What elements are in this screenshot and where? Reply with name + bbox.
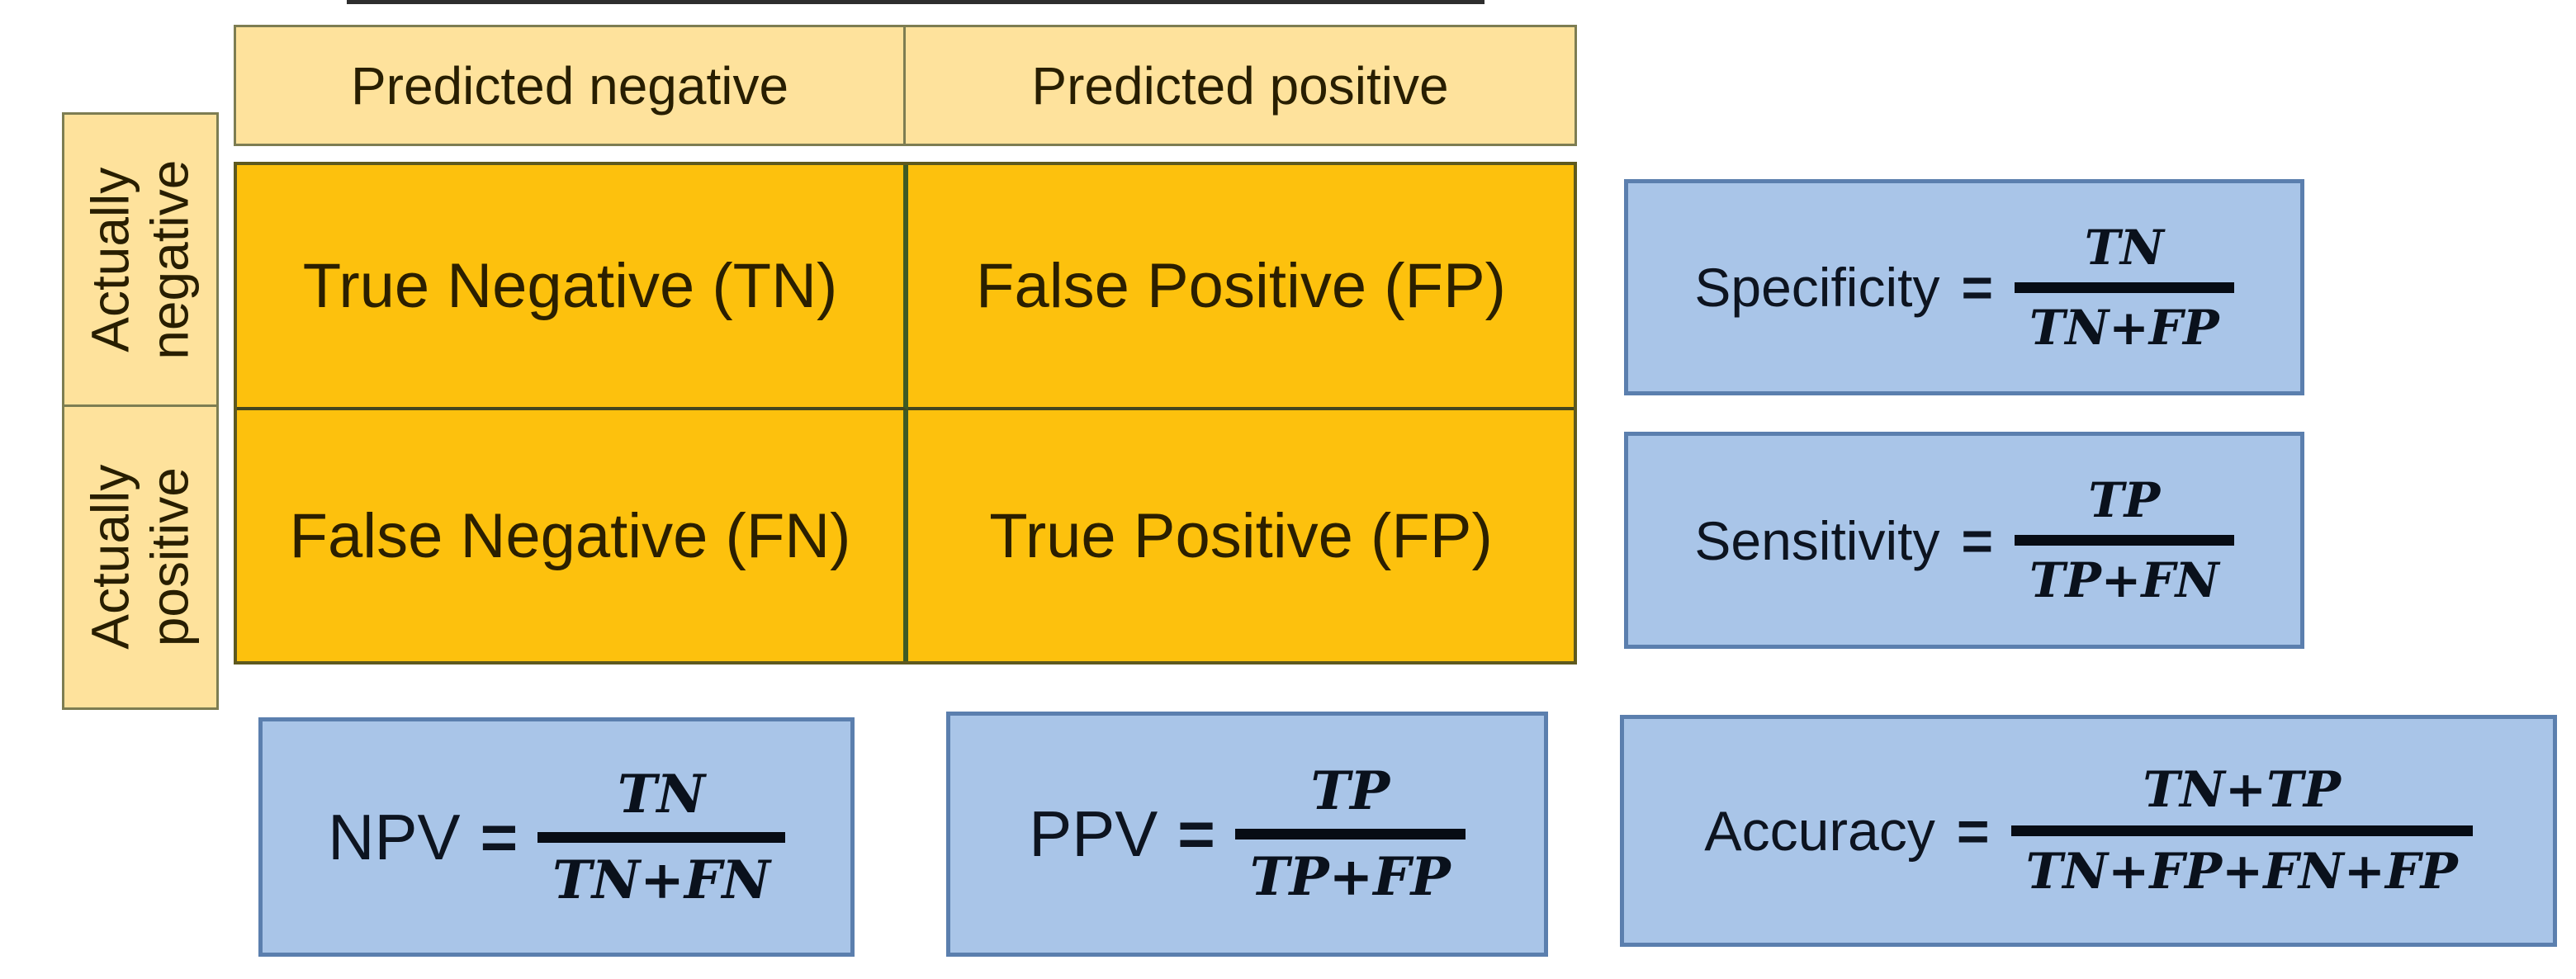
- fraction-bar: [2010, 825, 2473, 836]
- row-header-label: Actually positive: [80, 464, 199, 650]
- cell-label: True Negative (TN): [302, 251, 838, 321]
- fraction-numerator: TN: [617, 763, 706, 825]
- row-header-actually-positive: Actually positive: [62, 404, 219, 710]
- fraction: TN TN+FP: [2015, 220, 2234, 356]
- fraction-bar: [537, 831, 785, 843]
- equals-sign: =: [1961, 509, 1994, 571]
- formula-accuracy: Accuracy = TN+TP TN+FP+FN+FP: [1620, 715, 2557, 947]
- formula-sensitivity: Sensitivity = TP TP+FN: [1624, 432, 2304, 649]
- cell-true-negative: True Negative (TN): [237, 165, 908, 410]
- formula-label: PPV: [1029, 797, 1158, 870]
- equals-sign: =: [480, 800, 519, 873]
- fraction-numerator: TN: [2084, 219, 2164, 276]
- fraction-numerator: TP: [2088, 472, 2161, 528]
- cell-label: False Positive (FP): [976, 251, 1506, 321]
- col-header-label: Predicted positive: [1031, 55, 1449, 116]
- col-header-predicted-negative: Predicted negative: [234, 25, 906, 146]
- fraction-denominator: TN+FN: [552, 849, 770, 911]
- fraction: TP TP+FN: [2015, 472, 2234, 608]
- equals-sign: =: [1961, 257, 1994, 318]
- cell-label: True Positive (FP): [989, 500, 1493, 571]
- fraction-denominator: TN+FP+FN+FP: [2025, 843, 2458, 901]
- fraction-denominator: TN+FP: [2029, 299, 2219, 356]
- fraction-denominator: TP+FN: [2029, 552, 2219, 608]
- formula-npv: NPV = TN TN+FN: [258, 717, 855, 957]
- formula-ppv: PPV = TP TP+FP: [946, 712, 1548, 957]
- fraction-denominator: TP+FP: [1249, 846, 1451, 908]
- equals-sign: =: [1177, 797, 1215, 870]
- formula-label: Accuracy: [1704, 799, 1935, 863]
- cell-false-negative: False Negative (FN): [237, 410, 908, 661]
- fraction: TN TN+FN: [537, 764, 785, 911]
- fraction-numerator: TP: [1310, 760, 1390, 822]
- cell-label: False Negative (FN): [289, 500, 851, 571]
- col-header-label: Predicted negative: [350, 55, 789, 116]
- top-crop-line: [347, 0, 1485, 4]
- fraction-bar: [1234, 829, 1466, 839]
- fraction-bar: [2015, 281, 2234, 293]
- fraction-numerator: TN+TP: [2143, 761, 2341, 819]
- fraction-bar: [2015, 535, 2234, 546]
- formula-label: Sensitivity: [1694, 509, 1940, 571]
- row-header-label: Actually negative: [80, 159, 199, 360]
- fraction: TN+TP TN+FP+FN+FP: [2010, 761, 2473, 901]
- formula-specificity: Specificity = TN TN+FP: [1624, 179, 2304, 395]
- cell-true-positive: True Positive (FP): [908, 410, 1574, 661]
- fraction: TP TP+FP: [1234, 760, 1466, 908]
- row-header-actually-negative: Actually negative: [62, 112, 219, 407]
- equals-sign: =: [1956, 799, 1990, 863]
- formula-label: NPV: [328, 800, 461, 873]
- col-header-predicted-positive: Predicted positive: [903, 25, 1577, 146]
- cell-false-positive: False Positive (FP): [908, 165, 1574, 410]
- formula-label: Specificity: [1694, 257, 1940, 318]
- confusion-matrix: True Negative (TN) False Positive (FP) F…: [234, 162, 1577, 664]
